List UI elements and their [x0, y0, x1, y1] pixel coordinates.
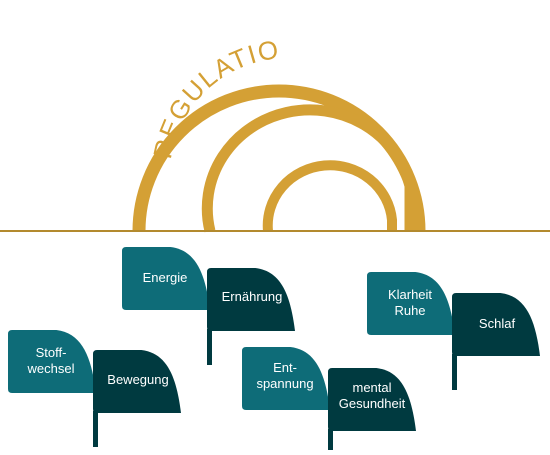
leaf-ernaehrung	[207, 268, 295, 331]
leaf-label-line: Klarheit	[387, 287, 433, 302]
leaves	[8, 247, 540, 455]
spiral-inner	[262, 160, 397, 232]
leaf-schlaf	[452, 293, 540, 356]
leaf-label-line: Ent-	[273, 360, 297, 375]
leaf-label-ernaehrung: Ernährung	[222, 289, 283, 305]
leaf-stem-mentale-gesundheit	[328, 429, 333, 455]
leaf-label-line: Ernährung	[221, 289, 283, 304]
leaf-energie	[122, 247, 210, 310]
leaf-label-line: mental	[352, 380, 392, 395]
leaf-label-line: Schlaf	[478, 316, 516, 331]
leaf-bewegung	[93, 350, 181, 413]
leaf-label-line: Energie	[142, 270, 188, 285]
leaf-stem-bewegung	[93, 411, 98, 447]
leaf-label-line: Stoff-	[35, 345, 67, 360]
leaf-stoffwechsel	[8, 330, 96, 393]
leaf-label-line: wechsel	[27, 361, 75, 376]
spiral-middle	[201, 104, 416, 233]
leaf-label-line: Gesundheit	[338, 396, 406, 411]
leaf-label-line: Bewegung	[107, 372, 169, 387]
leaf-klarheit-ruhe	[367, 272, 455, 335]
leaf-label-bewegung: Bewegung	[107, 372, 168, 388]
leaf-label-line: spannung	[256, 376, 314, 391]
sun-spirals	[132, 84, 426, 233]
leaf-mentale-gesundheit	[328, 368, 416, 431]
leaf-label-entspannung: Ent-spannung	[256, 360, 313, 392]
leaf-stem-ernaehrung	[207, 329, 212, 365]
leaf-label-schlaf: Schlaf	[479, 316, 515, 332]
leaf-stem-schlaf	[452, 354, 457, 390]
leaf-label-energie: Energie	[143, 270, 188, 286]
leaf-label-stoffwechsel: Stoff-wechsel	[28, 345, 75, 377]
leaf-entspannung	[242, 347, 330, 410]
leaf-label-line: Ruhe	[394, 303, 426, 318]
